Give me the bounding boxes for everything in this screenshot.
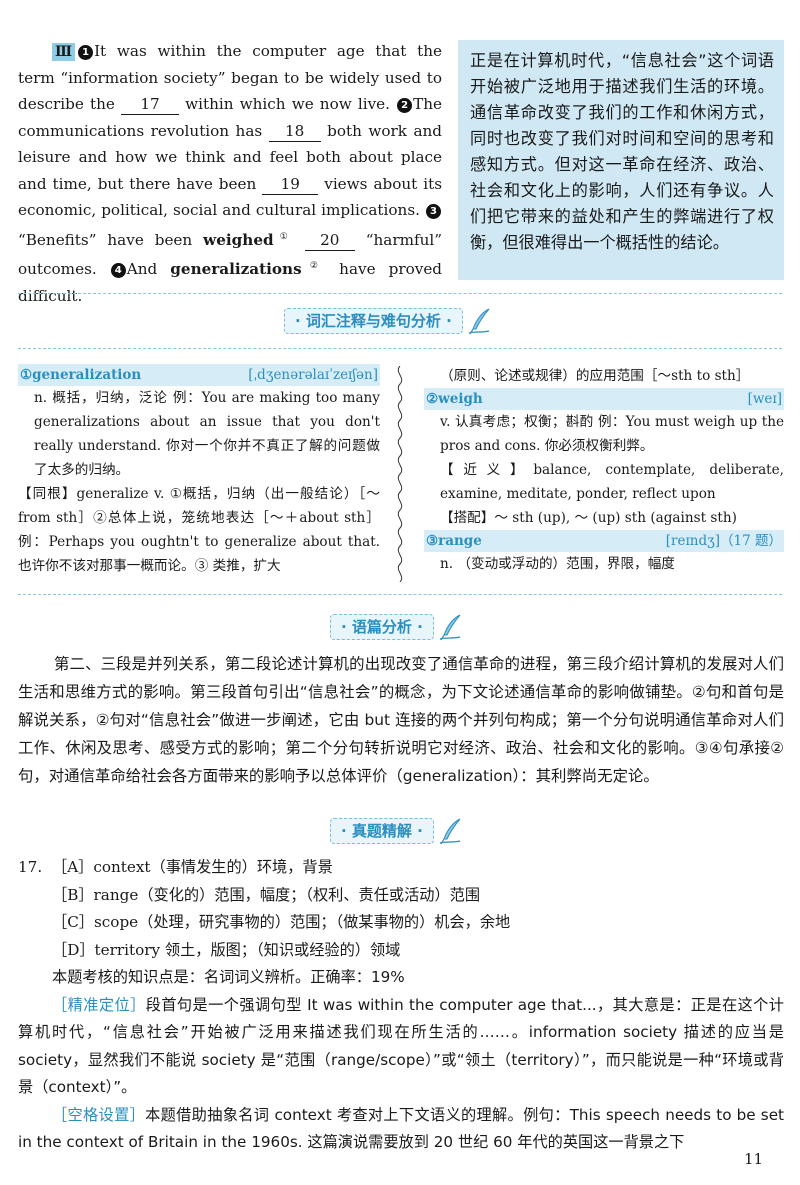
divider — [18, 594, 782, 595]
answers-section-title: · 真题精解 · — [330, 818, 434, 844]
sentence-3a: “Benefits” have been — [18, 230, 193, 249]
sentence-1a: It was within the computer age that the … — [18, 42, 442, 113]
vocab-section-header: · 词汇注释与难句分析 · — [284, 306, 493, 336]
explanation-text-1: 段首句是一个强调句型 It was within the computer ag… — [18, 995, 784, 1097]
quill-pen-icon — [468, 308, 490, 335]
sentence-number-1: 1 — [78, 45, 94, 60]
quill-pen-icon — [439, 614, 461, 641]
note-ref-2: ② — [301, 261, 327, 272]
discourse-analysis-text: 第二、三段是并列关系，第二段论述计算机的出现改变了通信革命的进程，第三段介绍计算… — [18, 655, 784, 785]
vocab-entry-header: ③range [reɪndʒ]（17 题） — [424, 530, 784, 552]
vocab-continued: （原则、论述或规律）的应用范围［～sth to sth］ — [440, 368, 750, 384]
vocab-entry-header: ②weigh [weɪ] — [424, 388, 784, 410]
blank-19: 19 — [262, 174, 319, 195]
vocab-entry-header: ①generalization [ˌdʒenərəlaɪˈzeɪʃən] — [18, 364, 380, 386]
sentence-1b: within which we now live. — [185, 95, 390, 113]
vocab-phonetic: [weɪ] — [747, 391, 782, 407]
sentence-4b: have proved difficult. — [18, 260, 443, 305]
vocab-column-right: （原则、论述或规律）的应用范围［～sth to sth］ ②weigh [weɪ… — [424, 364, 784, 576]
divider — [18, 293, 782, 294]
vocab-phonetic: [reɪndʒ]（17 题） — [665, 533, 782, 549]
keyword-weighed: weighed — [203, 230, 274, 249]
sentence-number-2: 2 — [397, 98, 413, 113]
sentence-2b: both work and leisure and how we think a… — [18, 121, 443, 193]
column-separator-wave — [397, 366, 403, 582]
section-roman-numeral: Ⅲ — [52, 43, 76, 61]
sentence-4a: And — [126, 260, 158, 279]
answer-explanation: 17. ［A］context（事情发生的）环境，背景 ［B］range（变化的）范… — [18, 854, 784, 1157]
analysis-section-header: · 语篇分析 · — [330, 612, 464, 642]
option-a: ［A］context（事情发生的）环境，背景 — [52, 858, 333, 876]
vocab-root: 【同根】generalize v. ①概括，归纳（出一般结论）［～from st… — [18, 486, 380, 574]
option-a-row: 17. ［A］context（事情发生的）环境，背景 — [18, 854, 784, 882]
option-d: ［D］territory 领土，版图；（知识或经验的）领域 — [52, 940, 401, 959]
blank-setting-tag: ［空格设置］ — [52, 1105, 146, 1124]
vocab-definition: v. 认真考虑；权衡；斟酌 例：You must weigh up the pr… — [440, 414, 784, 454]
answers-section-header: · 真题精解 · — [330, 816, 464, 846]
option-c: ［C］scope（处理，研究事物的）范围；（做某事物的）机会，余地 — [52, 913, 511, 931]
sentence-number-3: 3 — [426, 204, 441, 219]
vocab-section-title: · 词汇注释与难句分析 · — [284, 308, 463, 334]
note-ref-1: ① — [273, 231, 294, 242]
sentence-number-4: 4 — [110, 263, 126, 279]
blank-17: 17 — [120, 94, 179, 115]
vocab-definition: n. 概括，归纳，泛论 例：You are making too many ge… — [34, 390, 380, 478]
vocab-word: ①generalization — [20, 367, 142, 383]
vocab-word: ③range — [426, 533, 482, 549]
sentence-2c: views about its economic, political, soc… — [18, 174, 442, 220]
translation-text: 正是在计算机时代，“信息社会”这个词语开始被广泛地用于描述我们生活的环境。通信革… — [470, 51, 774, 252]
knowledge-point: 本题考核的知识点是：名词词义辨析。正确率：19% — [52, 968, 405, 986]
page-number: 11 — [744, 1150, 764, 1168]
explanation-paragraph-2: ［空格设置］本题借助抽象名词 context 考查对上下文语义的理解。例句：Th… — [18, 1102, 784, 1157]
quill-pen-icon — [439, 818, 461, 845]
keyword-generalizations: generalizations — [170, 260, 302, 279]
question-number: 17. — [18, 858, 43, 876]
option-b: ［B］range（变化的）范围，幅度；（权利、责任或活动）范围 — [52, 885, 481, 904]
vocab-word: ②weigh — [426, 391, 483, 407]
sentence-3b: “harmful” outcomes. — [18, 230, 443, 279]
vocab-column-left: ①generalization [ˌdʒenərəlaɪˈzeɪʃən] n. … — [18, 364, 380, 578]
vocab-synonyms: 【近义】balance, contemplate, deliberate, ex… — [440, 462, 784, 502]
explanation-text-2: 本题借助抽象名词 context 考查对上下文语义的理解。例句：This spe… — [18, 1105, 784, 1152]
blank-20: 20 — [304, 230, 355, 251]
vocab-phonetic: [ˌdʒenərəlaɪˈzeɪʃən] — [248, 367, 378, 383]
analysis-section-title: · 语篇分析 · — [330, 614, 434, 640]
sentence-2a: The communications revolution has — [18, 95, 443, 140]
explanation-paragraph-1: ［精准定位］段首句是一个强调句型 It was within the compu… — [18, 992, 784, 1102]
vocab-definition: n. （变动或浮动的）范围，界限，幅度 — [440, 556, 675, 572]
divider — [18, 348, 782, 349]
blank-18: 18 — [268, 121, 321, 142]
translation-box: 正是在计算机时代，“信息社会”这个词语开始被广泛地用于描述我们生活的环境。通信革… — [458, 40, 784, 280]
precise-location-tag: ［精准定位］ — [52, 995, 146, 1014]
vocab-collocation: 【搭配】～ sth (up), ～ (up) sth (against sth) — [440, 510, 737, 526]
